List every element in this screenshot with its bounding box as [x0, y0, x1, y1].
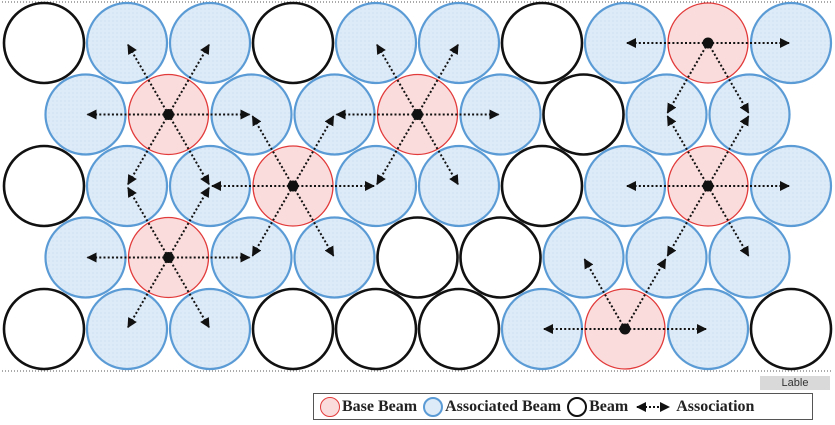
beam-beam — [749, 287, 833, 371]
legend-item-associated-beam: Associated Beam — [423, 396, 562, 417]
association-arrow — [624, 258, 667, 330]
beam-swatch-icon — [567, 396, 588, 417]
beam-beam — [417, 287, 501, 371]
association-arrow — [376, 113, 419, 186]
associated-beam — [85, 1, 169, 85]
association-arrow — [583, 258, 626, 330]
base-beam-center-dot — [163, 109, 174, 120]
beam-beam — [334, 287, 418, 371]
beam-layer — [2, 1, 833, 371]
association-arrow — [127, 113, 170, 186]
beam-beam — [251, 1, 335, 85]
beam-beam — [542, 73, 625, 156]
legend-label-associated-beam: Associated Beam — [445, 397, 562, 415]
association-arrow — [666, 115, 709, 187]
legend-label-beam: Beam — [589, 397, 629, 415]
associated-beam — [85, 287, 169, 371]
beam-beam — [2, 287, 86, 371]
base-beam-center-dot — [702, 180, 714, 192]
association-arrow — [127, 256, 170, 329]
base-beam-center-dot — [702, 37, 714, 49]
association-layer — [86, 37, 790, 335]
association-arrow — [292, 185, 335, 257]
beam-association-diagram — [2, 1, 833, 372]
legend-item-base-beam: Base Beam — [320, 396, 418, 417]
base-beam-center-dot — [163, 252, 174, 263]
association-arrow — [127, 43, 170, 116]
base-beam-center-dot — [287, 180, 299, 192]
legend-item-association: Association — [634, 397, 754, 417]
associated-beam — [85, 144, 169, 228]
legend-label-base-beam: Base Beam — [342, 397, 418, 415]
association-arrow — [666, 42, 709, 114]
beam-beam — [459, 216, 542, 299]
associated-beam-swatch-icon — [423, 396, 444, 417]
associated-beam — [417, 144, 501, 228]
beam-beam — [500, 144, 584, 228]
association-arrow — [376, 43, 419, 116]
association-arrow — [707, 115, 750, 187]
base-beam-center-dot — [412, 109, 423, 120]
beam-beam — [2, 1, 86, 85]
associated-beam — [708, 73, 791, 156]
association-arrow — [167, 43, 210, 116]
base-beam-swatch-icon — [320, 396, 340, 417]
legend-item-beam: Beam — [567, 396, 629, 417]
association-arrow — [707, 185, 750, 257]
association-arrow — [127, 186, 170, 259]
associated-beam — [417, 1, 501, 85]
associated-beam — [168, 287, 252, 371]
base-beam-center-dot — [619, 323, 631, 335]
association-arrow — [416, 43, 459, 116]
association-arrow — [167, 256, 210, 329]
legend: Base Beam Associated Beam Beam Associati… — [313, 393, 813, 420]
beam-beam — [376, 216, 459, 299]
legend-tag: Lable — [760, 376, 830, 390]
beam-beam — [500, 1, 584, 85]
associated-beam — [293, 216, 376, 299]
association-arrow — [666, 185, 709, 257]
associated-beam — [625, 216, 708, 299]
association-arrow — [167, 113, 210, 186]
beam-beam — [2, 144, 86, 228]
associated-beam — [625, 73, 708, 156]
association-arrow — [416, 113, 459, 186]
association-arrow — [167, 186, 210, 259]
association-arrow — [707, 42, 750, 114]
associated-beam — [708, 216, 791, 299]
association-arrow — [292, 115, 335, 187]
beam-beam — [251, 287, 335, 371]
associated-beam — [542, 216, 625, 299]
associated-beam — [168, 1, 252, 85]
association-arrow — [251, 185, 294, 257]
association-arrow — [251, 115, 294, 187]
associated-beam — [334, 1, 418, 85]
legend-label-association: Association — [676, 397, 755, 415]
association-arrow-icon — [636, 401, 671, 412]
